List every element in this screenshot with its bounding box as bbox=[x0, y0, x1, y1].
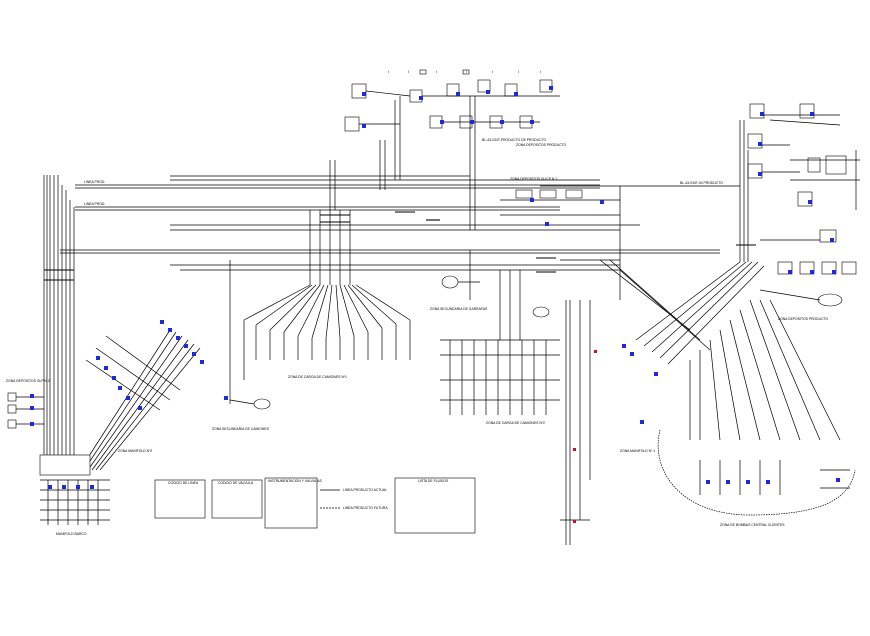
top-letter: I bbox=[436, 70, 437, 74]
left-vertical-pipes bbox=[43, 175, 75, 470]
zone-label-carga-2: ZONA DE CARGA DE CAMIONES Nº2 bbox=[486, 421, 545, 425]
bottom-right-loop bbox=[657, 429, 856, 516]
legend-line-future: LINEA PRODUCTO FUTURA bbox=[343, 506, 388, 510]
legend-title-line-code: CODIGO DE LINEA bbox=[168, 481, 199, 485]
zona-secundaria-garrafas bbox=[441, 250, 550, 318]
left-equipment bbox=[7, 392, 44, 429]
zone-label-depositos-producto-right: ZONA DEPOSITOS PRODUCTO bbox=[778, 317, 829, 321]
manifold-barco-block bbox=[39, 454, 110, 525]
center-right-equipment bbox=[500, 186, 621, 300]
zone-label-depositos-left: ZONA DEPOSITOS GLP N 2 bbox=[6, 379, 50, 383]
header-line-label: BL-43-034T-PRODUCTO DE PRODUCTO bbox=[482, 138, 546, 142]
legend-title-fluids: LISTA DE FLUIDOS bbox=[418, 479, 449, 483]
red-markers bbox=[573, 350, 597, 523]
zone-label-bombas-central: ZONA DE BOMBAS CENTRAL CLIENTES bbox=[720, 523, 785, 527]
valve-column-ticks bbox=[44, 211, 756, 281]
manifold-1-diagonals bbox=[599, 120, 841, 441]
zone-label-secundaria-garrafas: ZONA SECUNDARIA DE GARRAFAS bbox=[430, 307, 488, 311]
top-cluster-pipes bbox=[329, 90, 560, 230]
pipe-tag: LINEA PROD. bbox=[84, 180, 105, 184]
legend-block bbox=[154, 477, 476, 534]
top-letter: I bbox=[466, 70, 467, 74]
top-letter: I bbox=[408, 70, 409, 74]
header-pipes bbox=[60, 175, 740, 271]
central-vertical-line bbox=[560, 300, 591, 545]
manifold-2-diagonals bbox=[79, 329, 201, 471]
valve-markers bbox=[30, 86, 840, 489]
zone-label-carga-1: ZONA DE CARGA DE CAMIONES Nº1 bbox=[288, 375, 347, 379]
zone-label-secundaria-camiones: ZONA SECUNDARIA DE CAMIONES bbox=[212, 427, 270, 431]
top-letter: I bbox=[518, 70, 519, 74]
right-headers bbox=[759, 114, 860, 301]
zona-secundaria-camiones bbox=[229, 260, 271, 410]
zona-carga-2-grid bbox=[440, 270, 560, 415]
right-tank-group bbox=[747, 103, 857, 307]
zone-label-manifold-barco: MANIFOLD BARCO bbox=[56, 532, 87, 536]
top-letter: I bbox=[492, 70, 493, 74]
zone-label-depositos-producto: ZONA DEPOSITOS PRODUCTO bbox=[516, 143, 567, 147]
pipe-tag: LINEA PROD. bbox=[84, 202, 105, 206]
pipe-tag-right: BL-43-034T-04 PRODUCTO bbox=[680, 181, 723, 185]
zone-label-depositos-glp: ZONA DEPOSITOS GLICP N 1 bbox=[510, 177, 557, 181]
legend-title-instrumentation: INSTRUMENTACION Y VALVULAS bbox=[268, 479, 322, 483]
zone-label-manifold-2: ZONA MANIFOLD Nº2 bbox=[118, 449, 152, 453]
zone-label-manifold-1: ZONA MANIFOLD Nº 1 bbox=[620, 449, 655, 453]
zona-carga-1-fan bbox=[243, 210, 411, 380]
top-letter: I bbox=[540, 70, 541, 74]
top-letter: I bbox=[388, 70, 389, 74]
top-letters: I I I I I I I bbox=[388, 70, 541, 74]
legend-line-actual: LINEA PRODUCTO ACTUAL bbox=[343, 488, 387, 492]
legend-title-valve-code: CODIGO DE VALVULA bbox=[218, 481, 254, 485]
